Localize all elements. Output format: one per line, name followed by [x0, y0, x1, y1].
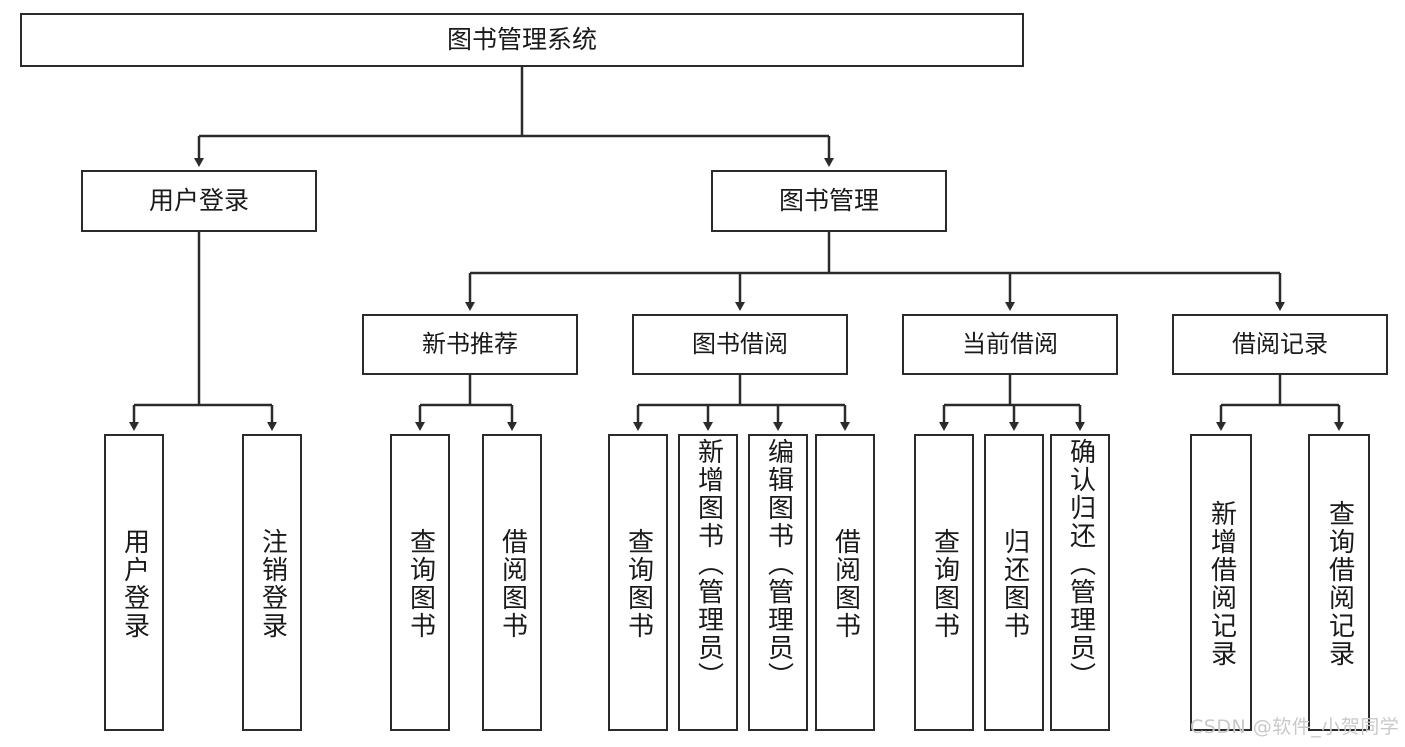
node-user-login: 用户登录	[81, 170, 317, 232]
node-label: 查询借阅记录	[1324, 499, 1355, 668]
node-label: 借阅图书	[497, 527, 528, 640]
node-borrow-record: 借阅记录	[1172, 314, 1388, 375]
node-leaf-query-book-1: 查询图书	[390, 434, 450, 731]
node-label: 确认归还（管理员）	[1065, 438, 1096, 690]
csdn-watermark: CSDN @软件_小贺同学	[1190, 716, 1400, 738]
node-label: 查询图书	[623, 527, 654, 640]
node-label: 用户登录	[119, 527, 150, 640]
node-label: 借阅记录	[1232, 329, 1328, 358]
node-label: 注销登录	[257, 527, 288, 640]
node-leaf-logout: 注销登录	[242, 434, 302, 731]
node-current-borrow: 当前借阅	[902, 314, 1118, 375]
node-leaf-user-login: 用户登录	[104, 434, 164, 731]
node-label: 查询图书	[929, 527, 960, 640]
node-label: 图书借阅	[692, 329, 788, 358]
node-label: 查询图书	[405, 527, 436, 640]
node-root-root: 图书管理系统	[20, 13, 1024, 67]
node-label: 当前借阅	[962, 329, 1058, 358]
node-leaf-add-record: 新增借阅记录	[1190, 434, 1252, 731]
node-leaf-borrow-book-2: 借阅图书	[815, 434, 875, 731]
node-book-borrow: 图书借阅	[632, 314, 848, 375]
node-leaf-query-book-2: 查询图书	[608, 434, 668, 731]
node-leaf-return-book: 归还图书	[984, 434, 1044, 731]
node-leaf-query-record: 查询借阅记录	[1308, 434, 1370, 731]
node-leaf-add-book: 新增图书（管理员）	[678, 434, 738, 731]
node-leaf-query-book-3: 查询图书	[914, 434, 974, 731]
node-leaf-edit-book: 编辑图书（管理员）	[748, 434, 808, 731]
node-label: 借阅图书	[830, 527, 861, 640]
node-leaf-borrow-book-1: 借阅图书	[482, 434, 542, 731]
node-leaf-confirm-return: 确认归还（管理员）	[1050, 434, 1110, 731]
node-label: 新增借阅记录	[1206, 499, 1237, 668]
node-label: 归还图书	[999, 527, 1030, 640]
node-book-manage: 图书管理	[711, 170, 947, 232]
node-label: 图书管理系统	[446, 24, 597, 54]
node-label: 编辑图书（管理员）	[763, 438, 794, 690]
node-label: 图书管理	[778, 185, 879, 215]
node-label: 用户登录	[148, 185, 249, 215]
node-new-book-recommend: 新书推荐	[362, 314, 578, 375]
node-label: 新增图书（管理员）	[693, 438, 724, 690]
node-label: 新书推荐	[422, 329, 518, 358]
